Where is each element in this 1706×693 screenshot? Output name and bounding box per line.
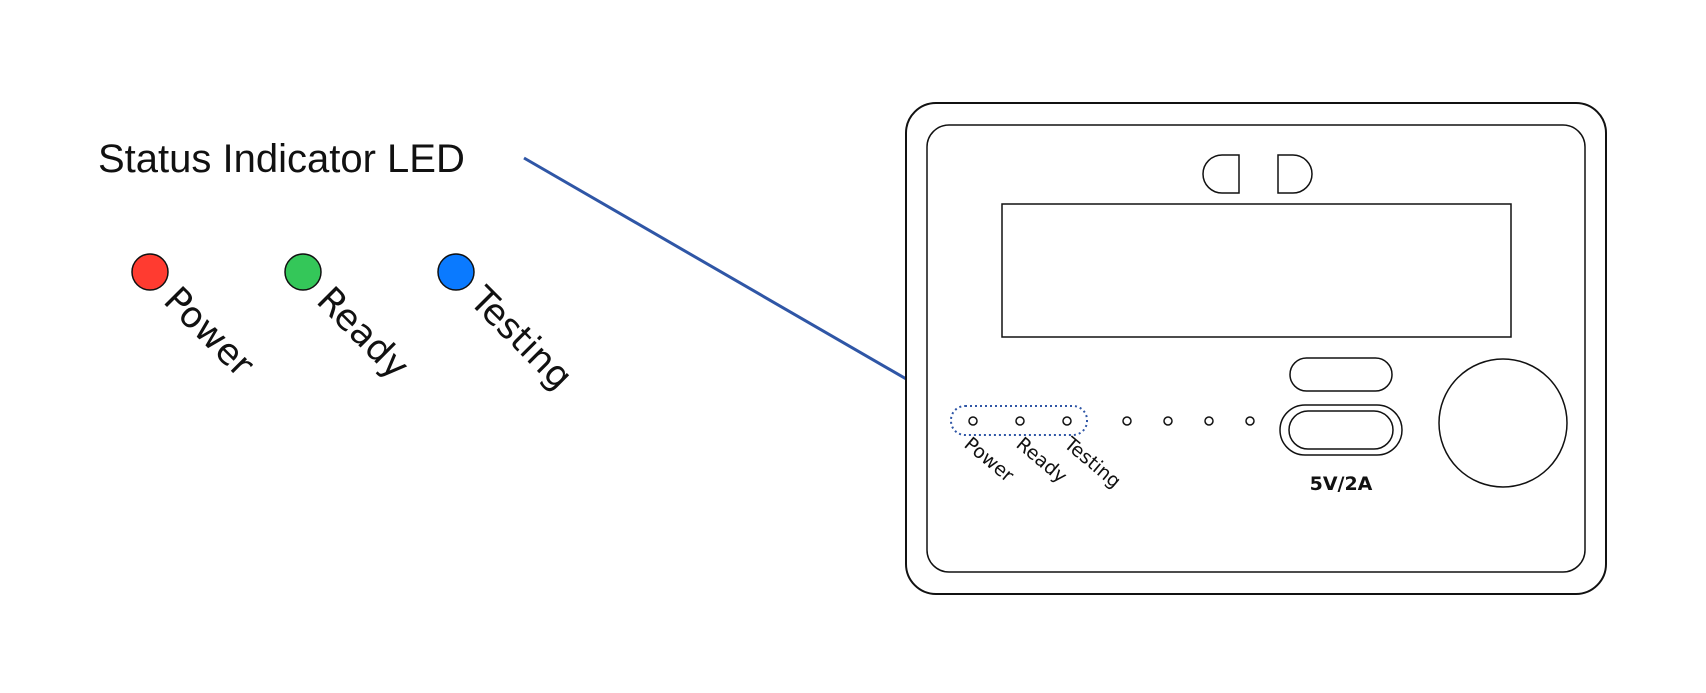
display-screen: [1001, 203, 1512, 338]
led-hole: [1245, 416, 1255, 426]
device-button: [1289, 357, 1393, 392]
legend-item-power: Power: [131, 253, 262, 385]
left-d-indicator-icon: [1202, 154, 1240, 194]
legend-label-power: Power: [156, 279, 262, 385]
ready-led-hole: [1015, 416, 1025, 426]
testing-led-hole: [1062, 416, 1072, 426]
status-led-highlight: [950, 405, 1088, 436]
legend-label-ready: Ready: [309, 279, 417, 387]
led-hole: [1163, 416, 1173, 426]
power-led-icon: [131, 253, 169, 291]
usb-port-inner: [1288, 410, 1394, 450]
ready-led-icon: [284, 253, 322, 291]
testing-led-icon: [437, 253, 475, 291]
led-hole: [1204, 416, 1214, 426]
led-hole: [1122, 416, 1132, 426]
legend-item-testing: Testing: [437, 253, 580, 398]
device-inner-bezel: [926, 124, 1586, 573]
power-led-hole: [968, 416, 978, 426]
legend-label-testing: Testing: [461, 279, 580, 398]
callout-title: Status Indicator LED: [98, 137, 465, 181]
right-d-indicator-icon: [1277, 154, 1313, 194]
round-knob: [1438, 358, 1568, 488]
callout-leader-line: [523, 156, 954, 408]
led-legend: Power Ready Testing: [131, 253, 580, 398]
legend-item-ready: Ready: [284, 253, 417, 387]
device-front-panel: Power Ready Testing 5V/2A: [905, 102, 1607, 595]
port-rating-label: 5V/2A: [1310, 473, 1373, 495]
